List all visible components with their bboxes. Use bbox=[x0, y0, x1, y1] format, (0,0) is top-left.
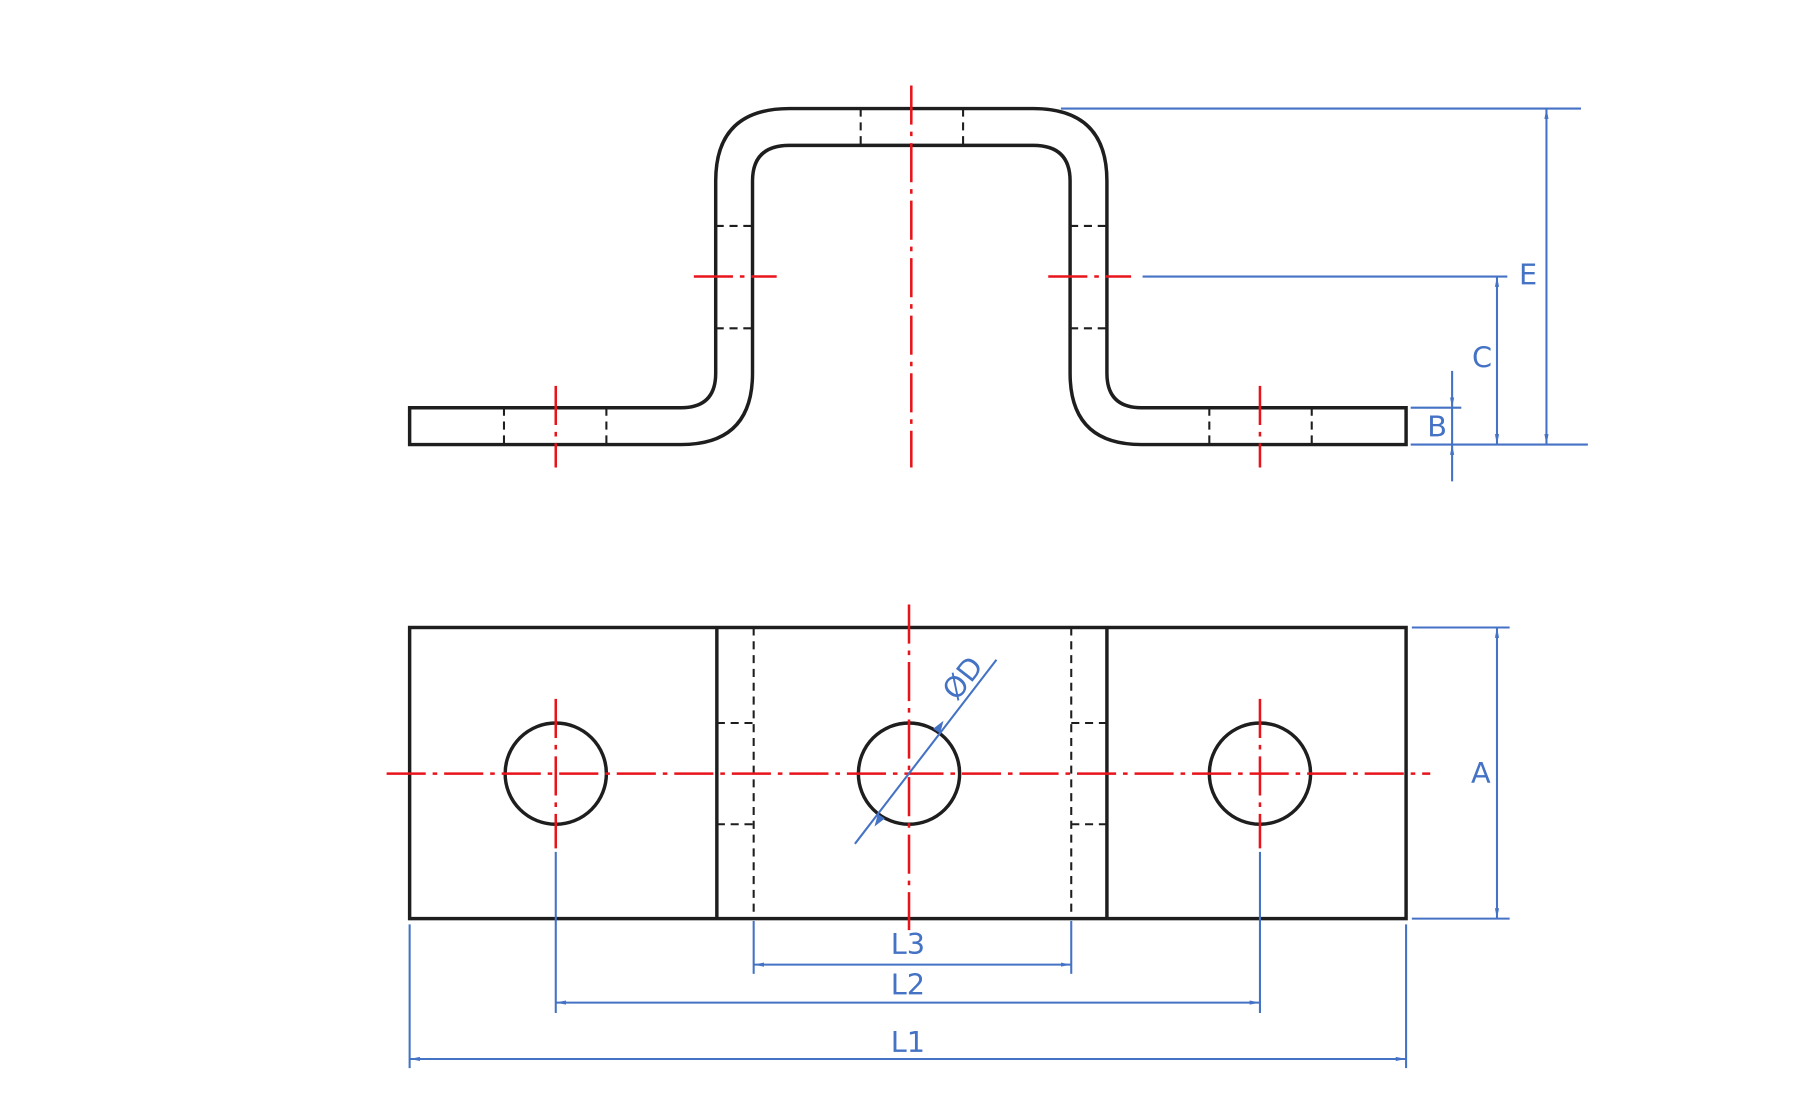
dimension-l2-label: L2 bbox=[891, 967, 925, 1001]
side-dimensions: E C B bbox=[1060, 107, 1588, 482]
plan-view: ØD A L3 L2 L1 bbox=[386, 604, 1510, 1069]
dimension-d-label: ØD bbox=[935, 650, 989, 706]
dimension-l1-label: L1 bbox=[891, 1025, 925, 1059]
dimension-e-label: E bbox=[1519, 258, 1537, 292]
diameter-leader bbox=[854, 659, 998, 845]
hidden-lines bbox=[502, 108, 1313, 445]
dimension-l3-label: L3 bbox=[891, 927, 925, 961]
dimension-a-label: A bbox=[1471, 756, 1491, 790]
dimension-c-label: C bbox=[1472, 340, 1492, 374]
dimension-b-label: B bbox=[1427, 409, 1447, 443]
bracket-profile bbox=[407, 106, 1408, 447]
plan-center-lines bbox=[386, 604, 1431, 931]
plan-dimensions: ØD A L3 L2 L1 bbox=[408, 626, 1510, 1069]
side-view: E C B bbox=[407, 85, 1588, 482]
center-lines bbox=[554, 85, 1262, 468]
